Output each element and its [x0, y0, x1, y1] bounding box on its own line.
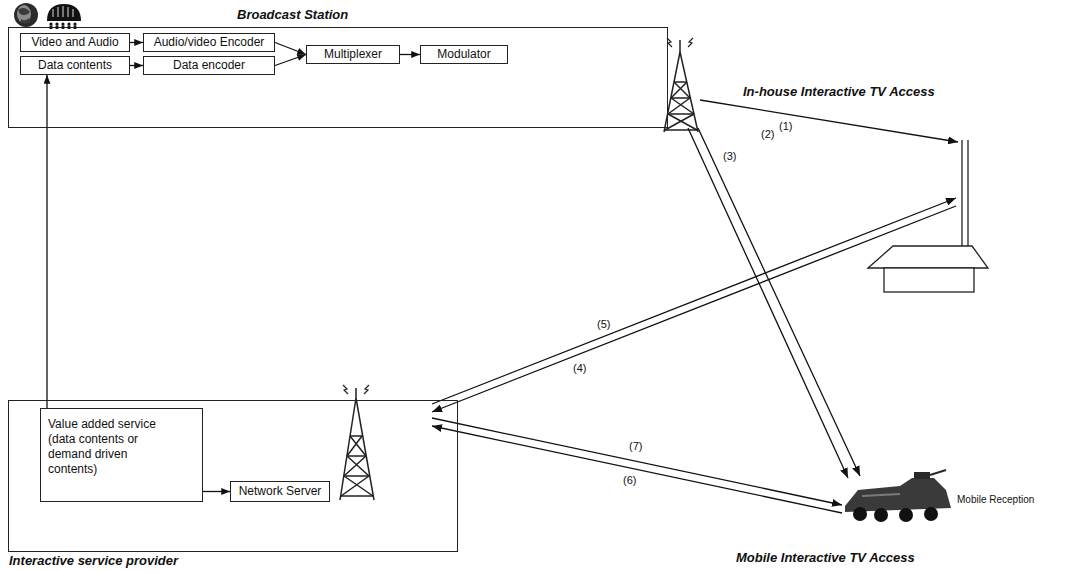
server-box: Network Server [230, 481, 330, 502]
provider-box: Interactive service providerValue added … [8, 400, 458, 552]
access-heading: In-house Interactive TV Access [742, 84, 936, 99]
flow-arrow [130, 42, 143, 43]
box-text: Video and Audio [31, 35, 118, 50]
process-box: Audio/video Encoder [143, 33, 275, 52]
callout-number: (3) [722, 150, 737, 163]
channel-5 [432, 198, 956, 404]
box-text: Value added service (data contents or de… [48, 417, 176, 477]
flow-arrow [275, 43, 306, 55]
station-box: Broadcast StationVideo and AudioAudio/vi… [8, 27, 668, 128]
process-box: Data encoder [143, 56, 275, 75]
channel-1 [700, 100, 958, 142]
box-text: Multiplexer [324, 47, 382, 62]
box-text: Data encoder [173, 58, 245, 73]
box-text: Audio/video Encoder [154, 35, 265, 50]
service-tower [340, 385, 374, 500]
box-text: Network Server [239, 484, 322, 499]
flow-arrow [400, 54, 420, 55]
process-box: Video and Audio [20, 33, 130, 52]
flow-arrow [275, 55, 306, 66]
channel-7 [432, 418, 842, 505]
channel-arrows [432, 100, 958, 513]
callout-number: (2) [760, 128, 775, 141]
vehicle-icon [845, 470, 951, 522]
vehicle-caption: Mobile Reception [956, 494, 1035, 506]
globe-icon [14, 3, 38, 27]
box-text: Modulator [437, 47, 490, 62]
callout-number: (1) [778, 120, 793, 133]
group-heading: Interactive service provider [9, 553, 178, 568]
callout-number: (5) [596, 318, 611, 331]
group-heading: Broadcast Station [237, 7, 348, 22]
process-box: Data contents [20, 56, 130, 75]
service-box: Value added service (data contents or de… [40, 408, 203, 502]
box-text: Data contents [38, 58, 112, 73]
callout-number: (4) [572, 362, 587, 375]
process-box: Multiplexer [306, 45, 400, 64]
channel-3 [688, 128, 848, 478]
process-box: Modulator [420, 45, 508, 64]
channel-4 [432, 206, 956, 412]
channel-6 [432, 426, 842, 513]
channel-2 [698, 128, 860, 476]
callout-number: (6) [622, 474, 637, 487]
access-heading: Mobile Interactive TV Access [735, 550, 916, 565]
callout-number: (7) [628, 440, 643, 453]
audience-icon [47, 4, 81, 29]
broadcast-tower [664, 38, 698, 132]
flow-arrow [203, 491, 230, 492]
house-icon [868, 140, 988, 292]
flow-arrow [46, 75, 47, 408]
flow-arrow [130, 65, 143, 66]
